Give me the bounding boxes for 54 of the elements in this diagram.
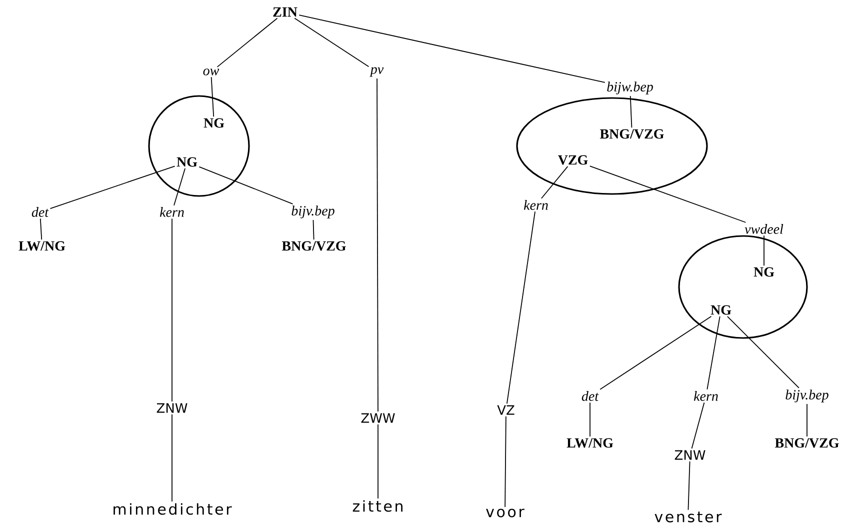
function-label: kern bbox=[160, 207, 184, 217]
tree-branch bbox=[589, 166, 746, 223]
ellipse-outline bbox=[678, 235, 808, 339]
tree-branch bbox=[541, 166, 568, 199]
category-label: LW/NG bbox=[18, 241, 66, 251]
word-label: venster bbox=[654, 512, 722, 522]
tree-branch bbox=[312, 220, 314, 240]
category-label: NG bbox=[754, 267, 774, 277]
word-label: minnedichter bbox=[114, 503, 232, 515]
tree-branch bbox=[50, 166, 176, 209]
tree-branch bbox=[174, 168, 186, 206]
category-label: BNG/VZG bbox=[282, 241, 346, 251]
circle-outline bbox=[148, 95, 250, 197]
ellipse-outline bbox=[516, 97, 708, 195]
function-label: kern bbox=[524, 200, 548, 210]
tree-branch bbox=[198, 166, 294, 204]
tree-branch bbox=[688, 460, 690, 510]
function-label: ow bbox=[203, 68, 220, 76]
tree-branch bbox=[600, 316, 712, 390]
function-label: bijv.bep bbox=[292, 206, 334, 218]
tree-branch bbox=[630, 96, 632, 128]
tree-branch bbox=[294, 18, 370, 68]
category-label: LW/NG bbox=[566, 438, 614, 448]
category-label: ZIN bbox=[273, 7, 298, 17]
category-label: BNG/VZG bbox=[774, 438, 839, 448]
word-class-label: ZNW bbox=[674, 450, 706, 460]
word-label: voor bbox=[486, 508, 524, 518]
category-label: NG bbox=[204, 118, 224, 128]
function-label: kern bbox=[694, 391, 718, 401]
tree-branch bbox=[806, 404, 808, 437]
category-label: NG bbox=[176, 157, 198, 167]
function-label: det bbox=[582, 391, 599, 401]
tree-branch bbox=[726, 316, 800, 388]
tree-branch bbox=[40, 218, 42, 240]
word-class-label: ZWW bbox=[361, 413, 395, 423]
tree-branch bbox=[691, 402, 705, 449]
tree-branch bbox=[298, 14, 606, 83]
tree-branch bbox=[210, 76, 214, 118]
tree-branch bbox=[216, 18, 278, 68]
category-label: NG bbox=[710, 305, 732, 315]
tree-branch bbox=[504, 416, 506, 508]
tree-branch bbox=[376, 78, 378, 412]
category-label: VZG bbox=[558, 155, 588, 165]
function-label: vwdeel bbox=[744, 224, 784, 234]
tree-branch bbox=[706, 316, 720, 390]
tree-branch bbox=[506, 211, 536, 404]
function-label: pv bbox=[370, 67, 384, 77]
word-class-label: VZ bbox=[497, 405, 514, 415]
function-label: bijv.bep bbox=[786, 390, 828, 402]
function-label: det bbox=[32, 207, 49, 217]
category-label: BNG/VZG bbox=[600, 129, 664, 139]
function-label: bijw.bep bbox=[607, 82, 653, 94]
word-label: zitten bbox=[352, 500, 402, 512]
word-class-label: ZNW bbox=[156, 403, 188, 413]
